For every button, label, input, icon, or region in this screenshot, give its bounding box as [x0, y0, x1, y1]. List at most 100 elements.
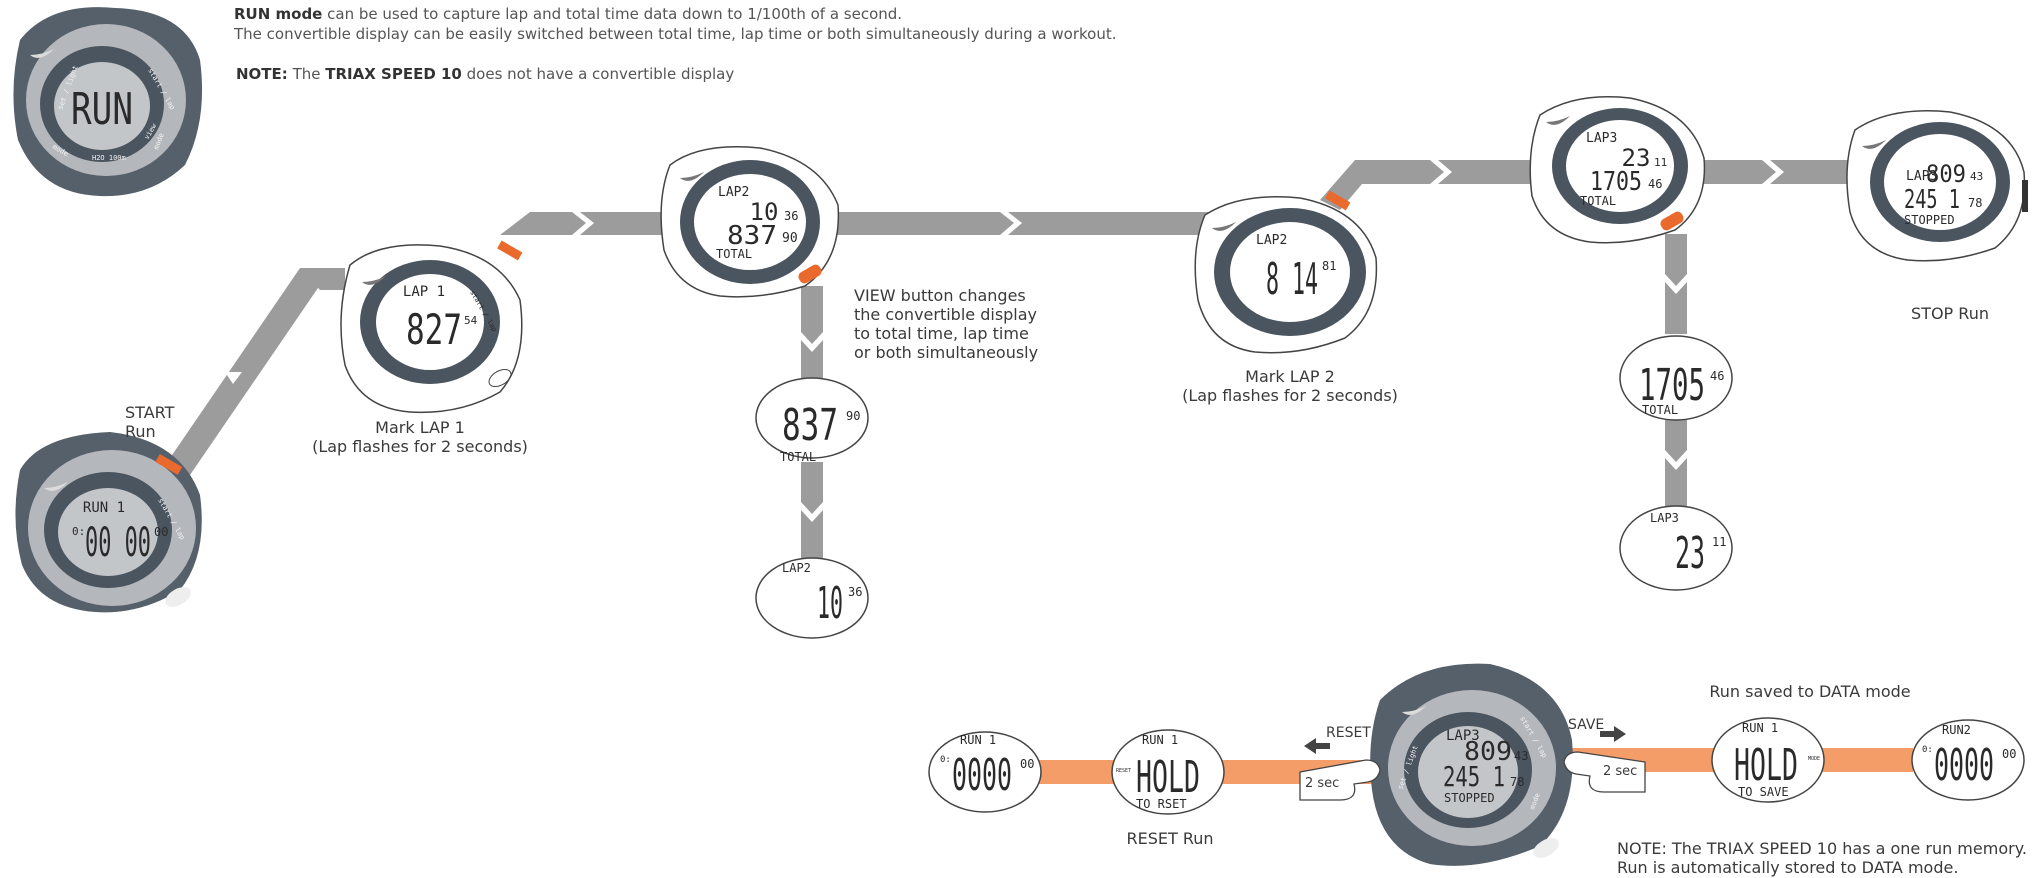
caption-start-line1: START — [125, 403, 175, 422]
svg-text:LAP 1: LAP 1 — [403, 284, 445, 300]
caption-stop-run: STOP Run — [1911, 304, 1989, 323]
svg-text:809: 809 — [1926, 160, 1966, 188]
svg-text:23: 23 — [1622, 144, 1651, 172]
svg-text:H2O 100m: H2O 100m — [92, 154, 126, 162]
svg-text:0:: 0: — [72, 525, 85, 538]
caption-mark-lap1-line1: Mark LAP 1 — [375, 418, 465, 437]
svg-text:00: 00 — [154, 525, 168, 539]
svg-text:STOPPED: STOPPED — [1444, 791, 1495, 805]
watch-center-stopped: LAP3 809 43 245 1 78 STOPPED set / light… — [1370, 663, 1573, 866]
svg-text:TOTAL: TOTAL — [1580, 194, 1616, 208]
caption-save-arrow: SAVE — [1568, 717, 1605, 733]
save-arrow — [1600, 726, 1626, 742]
svg-text:809: 809 — [1464, 737, 1512, 767]
svg-text:78: 78 — [1968, 196, 1982, 210]
svg-text:0:: 0: — [940, 755, 951, 765]
watch-lap-only-1: LAP2 10 36 — [755, 557, 869, 639]
svg-text:RUN 1: RUN 1 — [960, 733, 996, 747]
svg-text:837: 837 — [727, 221, 777, 251]
svg-text:827: 827 — [406, 305, 462, 354]
svg-text:LAP3: LAP3 — [1446, 728, 1480, 744]
svg-text:23: 23 — [1675, 528, 1705, 579]
caption-mark-lap2-line2: (Lap flashes for 2 seconds) — [1182, 386, 1398, 405]
watch-lap-only-2: LAP3 23 11 — [1619, 505, 1733, 591]
svg-text:HOLD: HOLD — [1734, 740, 1798, 791]
svg-text:0000: 0000 — [952, 750, 1012, 801]
svg-text:78: 78 — [1510, 775, 1524, 789]
flow-chevrons — [225, 160, 1784, 522]
svg-text:36: 36 — [848, 585, 862, 599]
watch-reset-result: RUN 1 0: 0000 00 — [928, 731, 1042, 813]
watch-lap3-both: LAP3 23 11 1705 46 TOTAL — [1529, 96, 1706, 244]
caption-view-line2: the convertible display — [854, 305, 1038, 324]
svg-text:00: 00 — [1020, 757, 1034, 771]
watch-stopped: LAP3 809 43 245 1 78 STOPPED — [1846, 110, 2028, 262]
svg-text:1705: 1705 — [1590, 167, 1642, 197]
caption-bottom-note-line2: Run is automatically stored to DATA mode… — [1617, 858, 1959, 877]
run-mode-display: RUN — [71, 84, 133, 135]
svg-text:245 1: 245 1 — [1443, 760, 1505, 793]
svg-text:11: 11 — [1654, 156, 1667, 169]
svg-text:TOTAL: TOTAL — [780, 450, 816, 464]
svg-text:RUN 1: RUN 1 — [1742, 721, 1778, 735]
svg-text:90: 90 — [846, 409, 860, 423]
svg-text:8 14: 8 14 — [1266, 254, 1318, 305]
svg-text:0:: 0: — [1922, 745, 1933, 755]
watch-saved-result: RUN2 0: 0000 00 — [1911, 719, 2025, 801]
caption-view-line3: to total time, lap time — [854, 324, 1029, 343]
svg-text:LAP2: LAP2 — [718, 185, 749, 200]
svg-text:LAP2: LAP2 — [782, 561, 811, 575]
intro-note: NOTE: The TRIAX SPEED 10 does not have a… — [236, 65, 735, 83]
lap-flow-track — [155, 160, 1860, 560]
caption-bottom-note-line1: NOTE: The TRIAX SPEED 10 has a one run m… — [1617, 839, 2027, 858]
watch-hold-save: RUN 1 HOLD TO SAVE MODE — [1711, 717, 1825, 803]
svg-text:10: 10 — [750, 198, 779, 226]
svg-text:TOTAL: TOTAL — [716, 247, 752, 261]
svg-text:245 1: 245 1 — [1904, 185, 1960, 215]
watch-total-only-2: 1705 46 TOTAL — [1619, 335, 1733, 421]
caption-reset-hold: 2 sec — [1305, 776, 1340, 791]
svg-text:00: 00 — [2002, 747, 2016, 761]
caption-mark-lap2-line1: Mark LAP 2 — [1245, 367, 1335, 386]
svg-text:837: 837 — [782, 400, 838, 451]
svg-text:90: 90 — [782, 231, 798, 246]
svg-text:46: 46 — [1710, 369, 1724, 383]
caption-mark-lap1-line2: (Lap flashes for 2 seconds) — [312, 437, 528, 456]
svg-text:46: 46 — [1648, 177, 1662, 191]
watch-total-only-1: 837 90 TOTAL — [755, 377, 869, 464]
watch-lap2-both: LAP2 10 36 837 90 TOTAL — [660, 146, 840, 298]
svg-text:0000: 0000 — [1934, 740, 1994, 791]
svg-text:10: 10 — [817, 578, 843, 629]
svg-text:11: 11 — [1712, 535, 1726, 549]
caption-start-line2: Run — [125, 422, 156, 441]
watch-mark-lap2: LAP2 8 14 81 — [1194, 190, 1378, 354]
svg-text:TO SAVE: TO SAVE — [1738, 785, 1789, 799]
svg-text:54: 54 — [464, 314, 478, 327]
svg-text:36: 36 — [784, 209, 798, 223]
svg-text:MODE: MODE — [1808, 756, 1820, 762]
svg-text:LAP2: LAP2 — [1256, 233, 1287, 248]
watch-start: RUN 1 0: 00 00 00 start / lap — [15, 432, 202, 613]
watch-run-mode: RUN set / light start / lap mode mode H2… — [13, 7, 203, 197]
watch-mark-lap1: LAP 1 827 54 start / lap — [340, 240, 523, 414]
svg-text:RESET: RESET — [1116, 768, 1131, 774]
hand-pressing-reset — [1299, 759, 1381, 801]
svg-text:HOLD: HOLD — [1136, 752, 1200, 803]
svg-text:LAP3: LAP3 — [1650, 511, 1679, 525]
intro-line-2: The convertible display can be easily sw… — [234, 25, 1117, 43]
caption-run-saved: Run saved to DATA mode — [1709, 682, 1911, 701]
hand-pressing-save — [1563, 751, 1646, 793]
svg-text:TOTAL: TOTAL — [1642, 403, 1678, 417]
caption-view-line4: or both simultaneously — [854, 343, 1039, 362]
caption-view-line1: VIEW button changes — [854, 286, 1026, 305]
svg-text:00 00: 00 00 — [85, 520, 151, 566]
intro-line-1: RUN mode can be used to capture lap and … — [234, 5, 903, 23]
caption-reset-arrow: RESET — [1326, 725, 1371, 741]
svg-text:TO RSET: TO RSET — [1136, 797, 1187, 811]
svg-text:LAP3: LAP3 — [1906, 169, 1937, 184]
svg-text:STOPPED: STOPPED — [1904, 213, 1955, 227]
svg-text:RUN2: RUN2 — [1942, 723, 1971, 737]
svg-text:RUN 1: RUN 1 — [83, 500, 125, 516]
svg-text:43: 43 — [1514, 749, 1528, 763]
